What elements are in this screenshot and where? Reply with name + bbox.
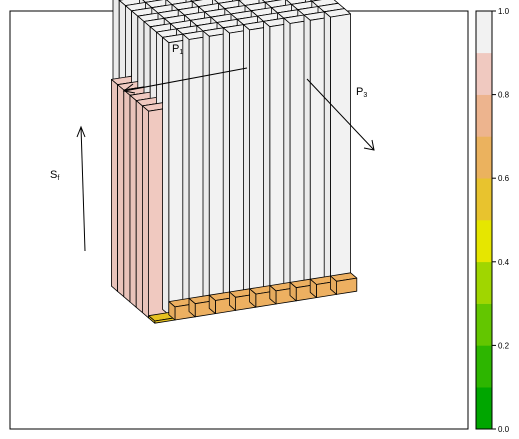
colorbar-frame: [475, 10, 493, 430]
front-bar-side: [188, 297, 196, 318]
main-bar-side: [182, 33, 190, 312]
main-bar-side: [202, 30, 210, 309]
colorbar-segment: [476, 261, 492, 304]
colorbar-segment: [476, 345, 492, 388]
front-bar-side: [249, 288, 257, 308]
colorbar-tick-label: 0.8: [498, 91, 510, 100]
colorbar-segment: [476, 303, 492, 346]
corner-bar-side: [148, 315, 156, 324]
colorbar-tick-label: 0.6: [498, 174, 510, 183]
colorbar-segment: [476, 220, 492, 263]
main-bar-front: [329, 13, 352, 290]
main-bar-side: [222, 27, 230, 306]
front-bar-side: [309, 278, 317, 299]
colorbar-segment: [476, 178, 492, 221]
main-bar-side: [323, 11, 331, 290]
colorbar-tick-label: 0.0: [498, 425, 510, 434]
front-bar-side: [228, 291, 237, 311]
front-bar-side: [208, 294, 216, 315]
colorbar-segment: [476, 387, 492, 430]
left-bar-side: [111, 79, 118, 292]
colorbar-segment: [476, 52, 492, 95]
sf-label: Sf: [50, 169, 59, 182]
colorbar-segment: [476, 94, 492, 137]
p3-arrow: [306, 78, 375, 151]
main-bar-side: [242, 24, 251, 303]
main-bar-side: [263, 20, 271, 300]
colorbar-tick-label: 0.4: [498, 258, 510, 267]
front-bar-side: [269, 285, 277, 305]
front-bar-side: [329, 275, 338, 295]
sf-arrow: [76, 125, 86, 252]
main-bar-side: [283, 17, 291, 296]
front-bar-side: [168, 301, 176, 321]
colorbar-segment: [476, 11, 492, 54]
front-bar-side: [289, 281, 297, 302]
left-bar-side: [129, 94, 137, 308]
left-bar-side: [117, 84, 125, 298]
colorbar: 1.0 0.8 0.6 0.4 0.2 0.0: [475, 7, 510, 434]
p1-label: P1: [172, 43, 183, 56]
left-bar-side: [123, 89, 131, 303]
front-bar-front: [336, 277, 358, 295]
main-bar-side: [303, 14, 311, 293]
colorbar-tick-label: 0.2: [498, 341, 510, 350]
colorbar-tick-label: 1.0: [498, 7, 510, 16]
bars-group: [111, 0, 358, 324]
main-bar-side: [162, 37, 170, 316]
colorbar-segment: [476, 136, 492, 179]
left-bar-side: [141, 105, 150, 319]
p1-arrow: [122, 67, 248, 94]
p3-label: P3: [356, 86, 367, 99]
left-bar-side: [135, 100, 143, 314]
